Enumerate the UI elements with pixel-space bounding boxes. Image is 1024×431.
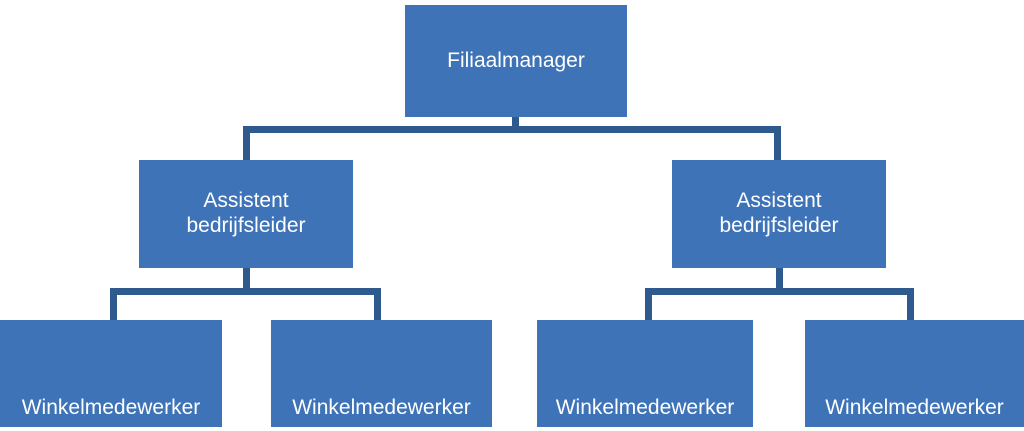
node-winkelmedewerker-3[interactable]: Winkelmedewerker [537, 320, 753, 427]
node-assistent-bedrijfsleider-left[interactable]: Assistent bedrijfsleider [139, 160, 353, 268]
connector-assistant-right-stem [776, 268, 783, 292]
connector-assistant-left-drop-1 [110, 288, 117, 320]
connector-assistant-right-horizontal [645, 288, 914, 295]
connector-manager-horizontal [243, 126, 781, 133]
connector-assistant-right-drop-2 [907, 288, 914, 320]
node-winkelmedewerker-4[interactable]: Winkelmedewerker [805, 320, 1024, 427]
connector-manager-stem [512, 117, 519, 131]
node-label: Winkelmedewerker [825, 396, 1004, 420]
node-filiaalmanager[interactable]: Filiaalmanager [405, 5, 627, 117]
connector-assistant-left-drop-2 [374, 288, 381, 320]
node-assistent-bedrijfsleider-right[interactable]: Assistent bedrijfsleider [672, 160, 886, 268]
node-winkelmedewerker-2[interactable]: Winkelmedewerker [271, 320, 492, 427]
connector-assistant-left-horizontal [110, 288, 381, 295]
connector-assistant-left-stem [243, 268, 250, 292]
node-label: Winkelmedewerker [21, 396, 201, 420]
connector-manager-drop-right [774, 126, 781, 160]
node-label: Assistent bedrijfsleider [186, 189, 306, 237]
node-label: Winkelmedewerker [292, 396, 471, 420]
node-label: Filiaalmanager [447, 48, 585, 72]
connector-assistant-right-drop-1 [645, 288, 652, 320]
node-label: Winkelmedewerker [555, 396, 735, 420]
node-winkelmedewerker-1[interactable]: Winkelmedewerker [0, 320, 222, 427]
connector-manager-drop-left [243, 126, 250, 160]
node-label: Assistent bedrijfsleider [719, 189, 839, 237]
